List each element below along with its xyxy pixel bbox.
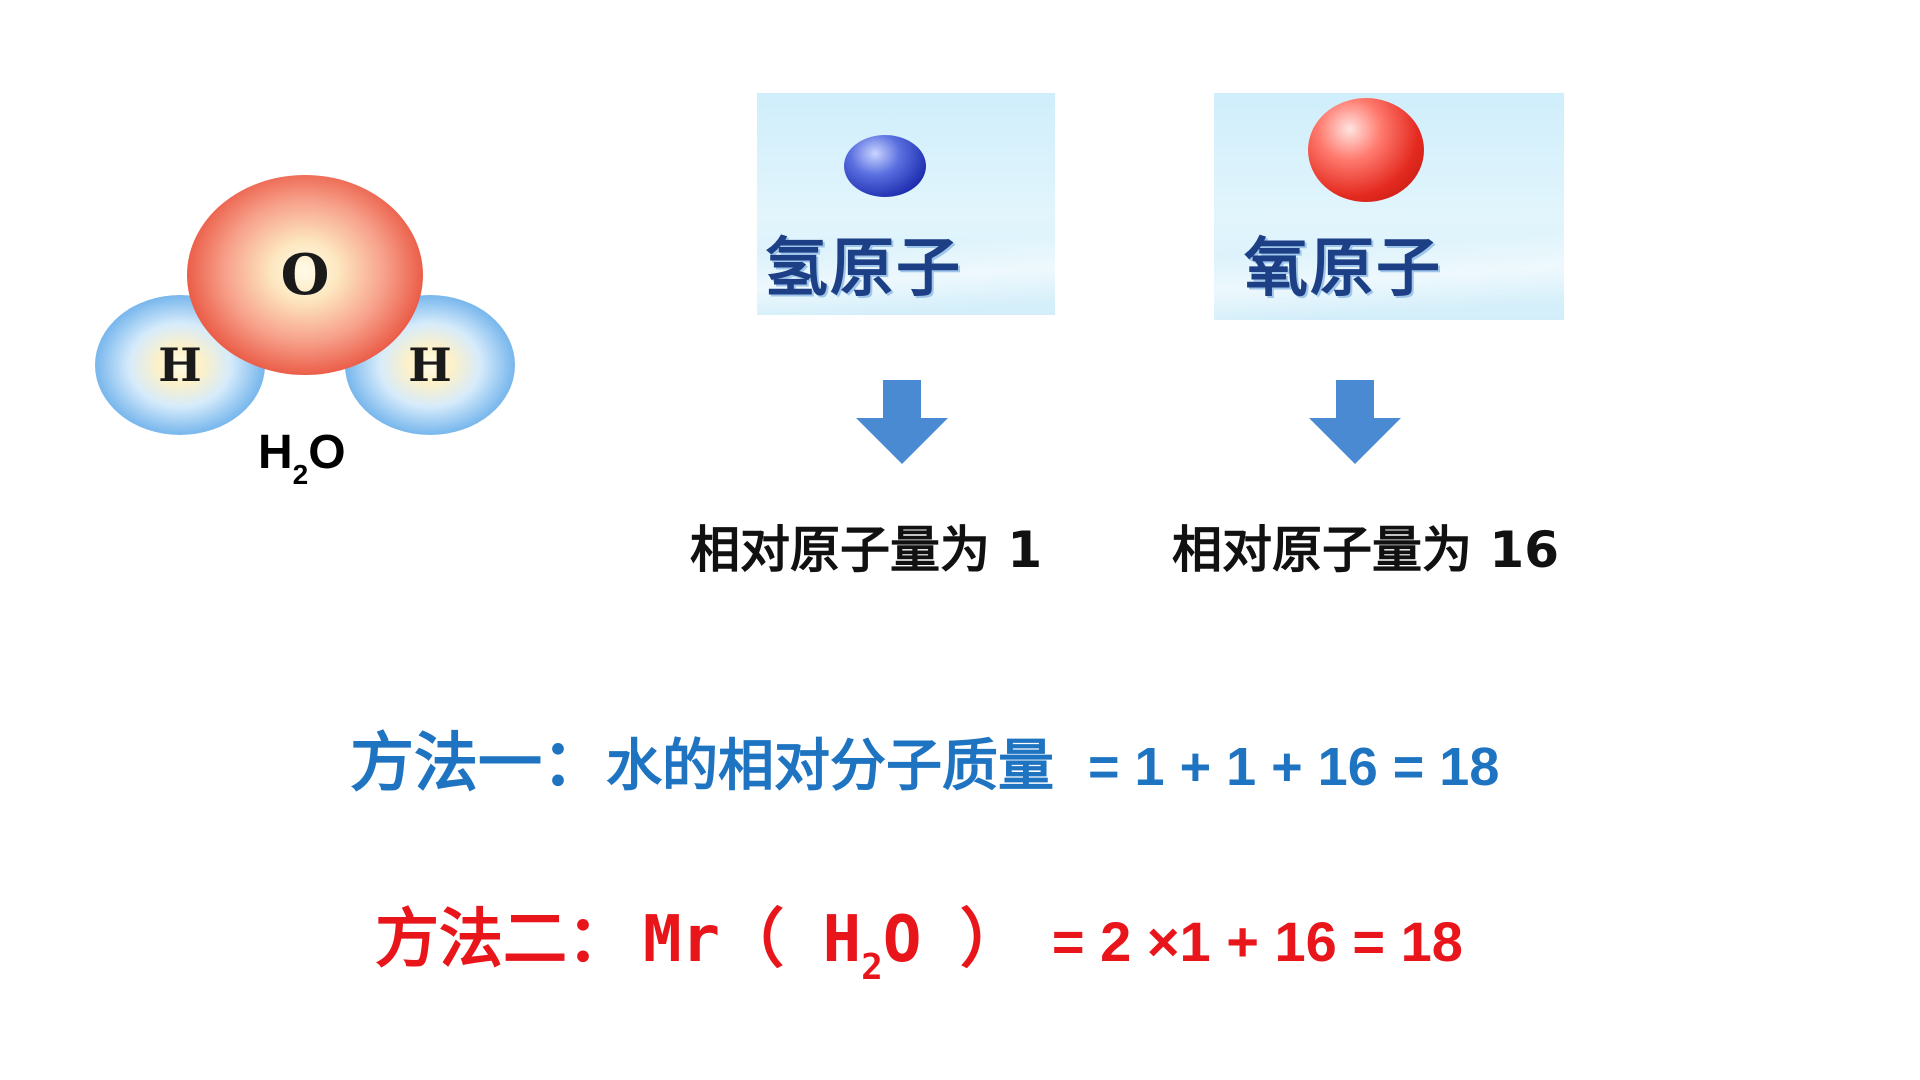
hydrogen-atom-card: 氢原子	[757, 93, 1055, 315]
hydrogen-relative-mass: 相对原子量为 1	[690, 521, 1043, 579]
formula-h: H	[258, 426, 293, 479]
method-two: 方法二：Mr（ H2O ） = 2 ×1 + 16 = 18	[375, 888, 1535, 1008]
method-one-lead: 方法一：	[350, 727, 606, 801]
method-one-description: 水的相对分子质量	[606, 734, 1054, 799]
mr-close: O ）	[882, 903, 1024, 977]
hydrogen-atom-left-label: H	[158, 338, 202, 392]
mr-open: Mr（ H	[643, 903, 862, 977]
method-one-equation: = 1 + 1 + 16 = 18	[1088, 737, 1500, 797]
down-arrow-icon	[856, 380, 948, 464]
water-formula: H2O	[258, 425, 346, 490]
oxygen-atom-card: 氧原子	[1214, 93, 1564, 320]
oxygen-relative-mass: 相对原子量为 16	[1172, 521, 1559, 579]
method-two-equation: = 2 ×1 + 16 = 18	[1051, 910, 1463, 973]
hydrogen-ball-icon	[844, 135, 926, 197]
oxygen-atom: O	[187, 175, 423, 375]
oxygen-ball-icon	[1308, 98, 1424, 202]
method-two-lead: 方法二：	[375, 903, 631, 977]
oxygen-card-label: 氧原子	[1244, 231, 1442, 306]
method-two-mr: Mr（ H2O ）	[643, 903, 1024, 988]
hydrogen-atom-right-label: H	[408, 338, 452, 392]
mr-subscript: 2	[861, 947, 883, 988]
method-one: 方法一：水的相对分子质量 = 1 + 1 + 16 = 18	[350, 712, 1499, 804]
water-molecule-model: H H O	[95, 175, 515, 435]
hydrogen-card-label: 氢原子	[764, 231, 962, 306]
down-arrow-icon	[1309, 380, 1401, 464]
formula-subscript: 2	[292, 459, 309, 490]
oxygen-atom-label: O	[280, 242, 330, 308]
formula-o: O	[308, 426, 346, 479]
